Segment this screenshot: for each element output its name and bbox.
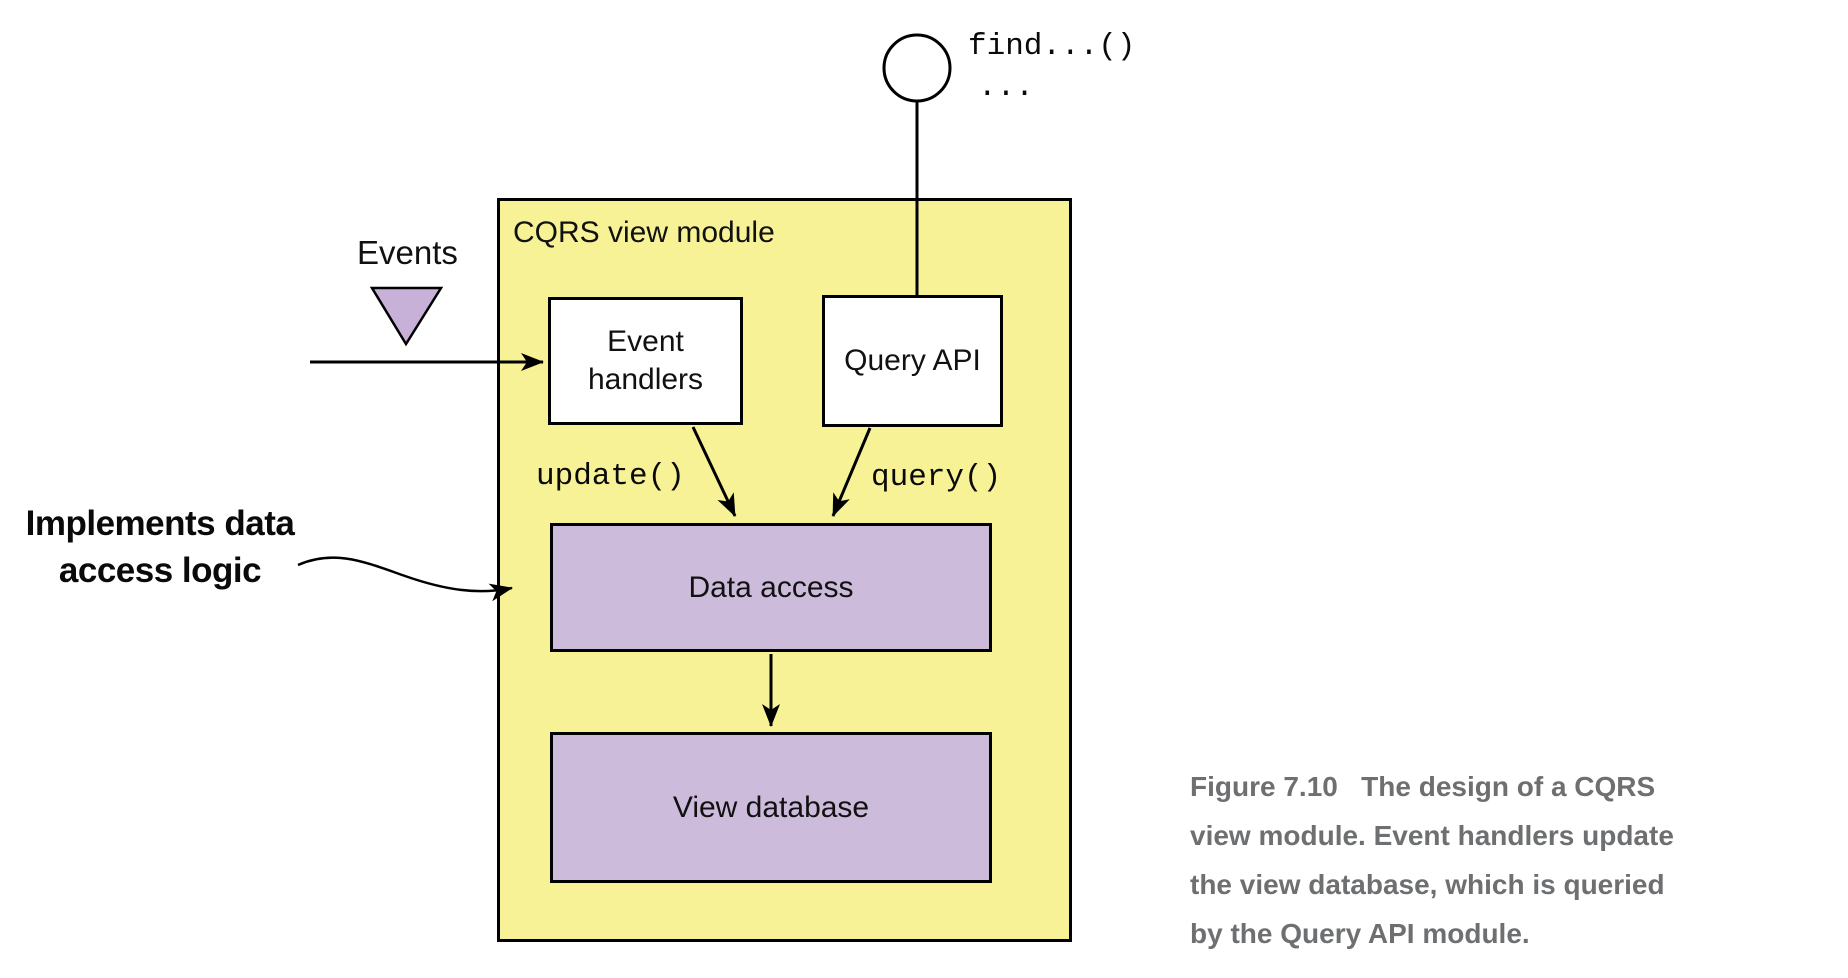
interface-ellipsis-label: ... xyxy=(978,70,1034,105)
annotation-text: Implements data access logic xyxy=(10,500,310,594)
figure-caption: Figure 7.10 The design of a CQRS view mo… xyxy=(1190,762,1674,958)
view-database-box: View database xyxy=(550,732,992,883)
query-operation-label: query() xyxy=(871,460,1002,495)
caption-line: by the Query API module. xyxy=(1190,918,1530,949)
events-triangle-icon xyxy=(369,286,444,347)
events-label: Events xyxy=(357,234,458,271)
caption-line: Figure 7.10 The design of a CQRS xyxy=(1190,771,1656,802)
caption-line: the view database, which is queried xyxy=(1190,869,1665,900)
interface-lollipop-icon xyxy=(882,33,952,103)
view-database-label: View database xyxy=(672,790,870,824)
event-handlers-box: Event handlers xyxy=(548,297,743,425)
annotation-line-2: access logic xyxy=(58,551,262,590)
module-title: CQRS view module xyxy=(513,216,775,249)
update-operation-label: update() xyxy=(536,459,685,494)
annotation-line-1: Implements data xyxy=(25,504,295,543)
annotation-curve-arrow xyxy=(297,556,513,602)
event-handlers-label: Event handlers xyxy=(587,325,704,396)
data-access-label: Data access xyxy=(688,570,854,604)
interface-method-label: find...() xyxy=(968,29,1136,64)
query-api-label: Query API xyxy=(844,344,981,377)
caption-line: view module. Event handlers update xyxy=(1190,820,1674,851)
data-access-box: Data access xyxy=(550,523,992,652)
query-api-box: Query API xyxy=(822,295,1003,427)
